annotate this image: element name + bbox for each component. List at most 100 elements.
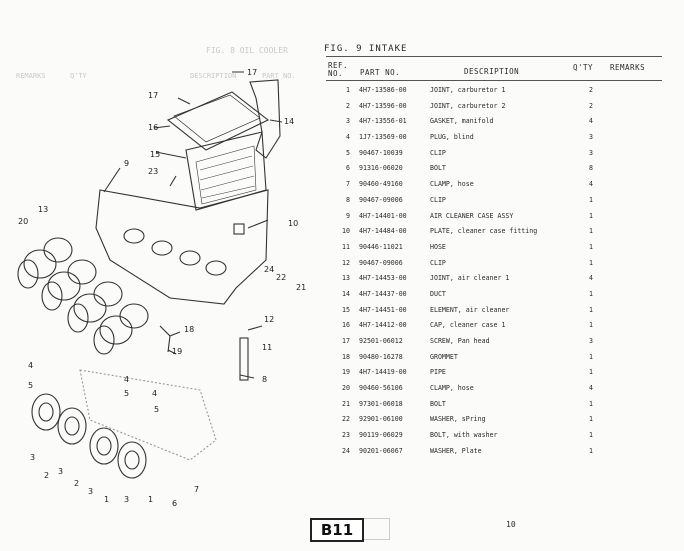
row-ref-no: 18	[342, 352, 350, 361]
callout-17-left: 17	[148, 91, 158, 100]
row-qty: 4	[589, 274, 593, 283]
callout-3-b: 3	[58, 467, 63, 476]
row-description: GASKET, manifold	[430, 117, 494, 126]
diagram-drawing	[17, 71, 283, 479]
air-cleaner-case	[95, 189, 269, 305]
row-description: HOSE	[430, 242, 446, 251]
row-qty: 1	[589, 415, 593, 424]
callout-2-b: 2	[74, 479, 79, 488]
row-ref-no: 17	[342, 337, 350, 345]
callout-18: 18	[184, 325, 194, 334]
row-part-no: 90446-11021	[359, 242, 403, 251]
header-description: DESCRIPTION	[464, 67, 520, 76]
row-part-no: 92501-06012	[359, 337, 403, 345]
callout-5-mid: 5	[124, 389, 129, 398]
table-row: 17 92501-06012 SCREW, Pan head 3	[326, 337, 656, 353]
row-ref-no: 6	[346, 164, 350, 173]
callout-20: 20	[18, 217, 28, 226]
table-row: 6 91316-06020 BOLT 8	[326, 164, 656, 180]
row-description: CLIP	[430, 258, 446, 267]
callout-5-left: 5	[28, 381, 33, 390]
row-description: JOINT, carburetor 2	[430, 101, 506, 110]
row-part-no: 4H7-14453-00	[359, 274, 407, 283]
row-part-no: 4H7-13596-00	[359, 101, 407, 110]
callout-24: 24	[264, 265, 274, 274]
table-row: 15 4H7-14451-00 ELEMENT, air cleaner 1	[326, 306, 656, 322]
row-qty: 1	[589, 321, 593, 330]
header-remarks: REMARKS	[610, 63, 646, 72]
row-description: CLIP	[430, 148, 446, 157]
page-number: 10	[506, 520, 516, 529]
table-row: 2 4H7-13596-00 JOINT, carburetor 2 2	[326, 102, 656, 118]
row-part-no: 92901-06100	[359, 415, 403, 424]
callout-6: 6	[172, 499, 177, 508]
show-through-header-remarks: REMARKS	[16, 72, 46, 80]
row-qty: 1	[589, 227, 593, 236]
row-part-no: 91316-06020	[359, 164, 403, 173]
row-ref-no: 14	[342, 289, 350, 298]
table-row: 7 90460-49160 CLAMP, hose 4	[326, 180, 656, 196]
table-row: 9 4H7-14401-00 AIR CLEANER CASE ASSY 1	[326, 212, 656, 228]
row-part-no: 97301-06018	[359, 399, 403, 408]
callout-4-left: 4	[28, 361, 33, 370]
row-part-no: 4H7-13586-00	[359, 86, 407, 94]
callout-19: 19	[172, 347, 182, 356]
callout-21: 21	[296, 283, 306, 292]
row-ref-no: 11	[342, 242, 350, 251]
show-through-heading: FIG. 8 OIL COOLER	[206, 46, 288, 55]
table-row: 14 4H7-14437-00 DUCT 1	[326, 290, 656, 306]
case-fitting-plate	[233, 223, 245, 235]
callout-23: 23	[148, 167, 158, 176]
callout-3-d: 3	[124, 495, 129, 504]
row-part-no: 90467-09006	[359, 195, 403, 204]
row-qty: 1	[589, 399, 593, 408]
callout-12: 12	[264, 315, 274, 324]
row-part-no: 90480-16278	[359, 352, 403, 361]
callout-1-a: 1	[104, 495, 109, 504]
row-qty: 4	[589, 384, 593, 393]
callout-13: 13	[38, 205, 48, 214]
row-qty: 4	[589, 180, 593, 189]
cleaner-case-cap	[166, 91, 270, 151]
page-code-box: B11	[310, 518, 364, 542]
row-part-no: 4H7-14437-00	[359, 289, 407, 298]
row-part-no: 4H7-14401-00	[359, 211, 407, 220]
header-ref-no: REF. NO.	[328, 61, 349, 78]
header-top-rule	[326, 56, 662, 57]
row-part-no: 4H7-14412-00	[359, 321, 407, 330]
row-description: WASHER, Plate	[430, 446, 482, 455]
header-bottom-rule	[326, 80, 662, 81]
callout-10: 10	[288, 219, 298, 228]
row-description: JOINT, carburetor 1	[430, 86, 506, 94]
table-row: 4 1J7-13569-00 PLUG, blind 3	[326, 133, 656, 149]
show-through-header-partno: PART NO.	[262, 72, 296, 80]
row-qty: 1	[589, 305, 593, 314]
hose	[239, 337, 249, 381]
row-qty: 1	[589, 446, 593, 455]
row-description: ELEMENT, air cleaner	[430, 305, 510, 314]
row-qty: 1	[589, 195, 593, 204]
row-description: CLIP	[430, 195, 446, 204]
row-part-no: 90201-06067	[359, 446, 403, 455]
row-description: WASHER, sPring	[430, 415, 486, 424]
row-qty: 1	[589, 258, 593, 267]
row-ref-no: 13	[342, 274, 350, 283]
row-qty: 1	[589, 368, 593, 377]
row-description: BOLT	[430, 399, 446, 408]
row-part-no: 4H7-14451-00	[359, 305, 407, 314]
row-qty: 1	[589, 289, 593, 298]
table-row: 20 90460-56106 CLAMP, hose 4	[326, 384, 656, 400]
row-description: DUCT	[430, 289, 446, 298]
row-qty: 1	[589, 431, 593, 440]
header-part-no: PART NO.	[360, 68, 401, 77]
callout-2-a: 2	[44, 471, 49, 480]
table-row: 21 97301-06018 BOLT 1	[326, 400, 656, 416]
table-row: 12 90467-09006 CLIP 1	[326, 259, 656, 275]
row-ref-no: 16	[342, 321, 350, 330]
table-row: 11 90446-11021 HOSE 1	[326, 243, 656, 259]
row-ref-no: 23	[342, 431, 350, 440]
row-description: SCREW, Pan head	[430, 337, 490, 345]
table-row: 18 90480-16278 GROMMET 1	[326, 353, 656, 369]
duct	[249, 79, 281, 159]
